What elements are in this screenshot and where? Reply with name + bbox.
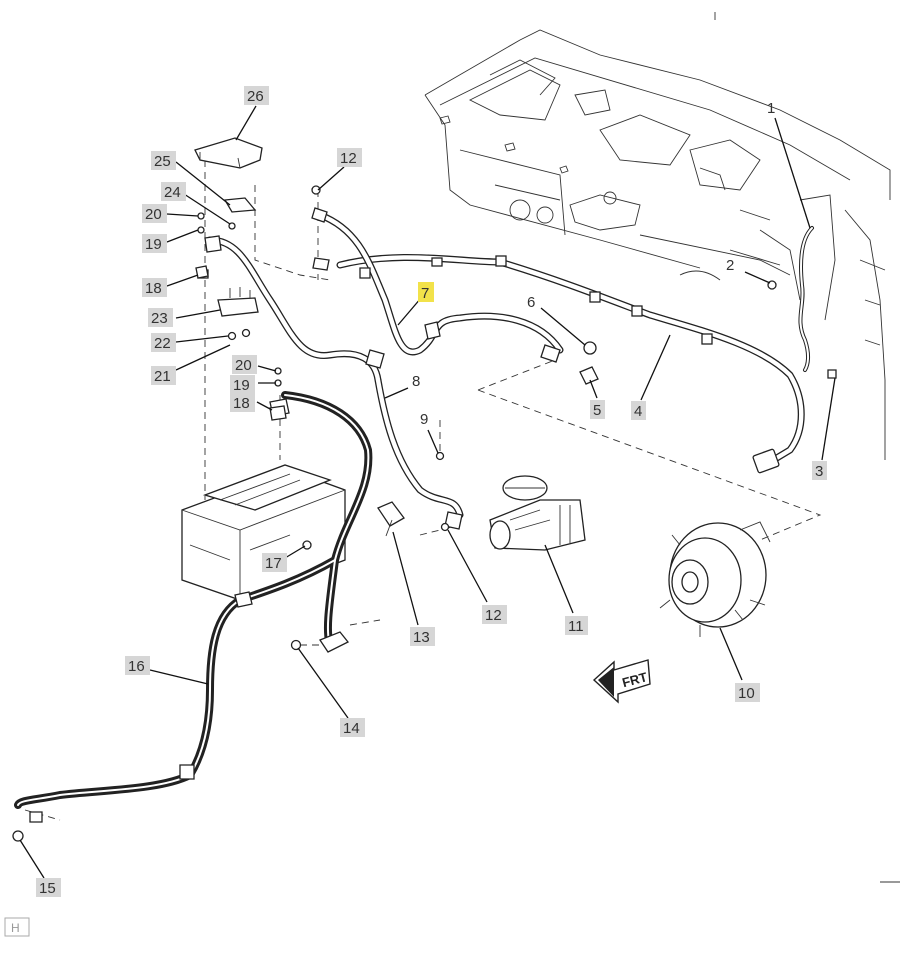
svg-text:3: 3 (815, 463, 823, 480)
callout-20-bottom: 20 (232, 355, 257, 374)
svg-text:19: 19 (145, 236, 162, 253)
svg-text:20: 20 (235, 357, 252, 374)
generator-10 (659, 521, 771, 637)
callout-17: 17 (262, 553, 287, 572)
callout-22: 22 (151, 333, 176, 352)
callout-20-top: 20 (142, 204, 167, 223)
callout-21: 21 (151, 366, 176, 385)
cable-16 (14, 391, 373, 823)
svg-text:18: 18 (233, 395, 250, 412)
callout-10: 10 (735, 683, 760, 702)
callout-9: 9 (420, 411, 428, 428)
callout-25: 25 (151, 151, 176, 170)
svg-text:14: 14 (343, 720, 360, 737)
starter-11 (489, 475, 586, 551)
svg-text:6: 6 (527, 294, 535, 311)
callout-3: 3 (812, 461, 827, 480)
svg-text:16: 16 (128, 658, 145, 675)
svg-text:25: 25 (154, 153, 171, 170)
svg-text:5: 5 (593, 402, 601, 419)
svg-text:17: 17 (265, 555, 282, 572)
harness-4 (336, 226, 814, 474)
callout-13: 13 (410, 627, 435, 646)
front-arrow-label: FRT (621, 669, 649, 690)
svg-text:12: 12 (485, 607, 502, 624)
svg-text:18: 18 (145, 280, 162, 297)
callout-1: 1 (767, 100, 775, 117)
svg-text:20: 20 (145, 206, 162, 223)
svg-text:4: 4 (634, 403, 642, 420)
callout-12-bottom: 12 (482, 605, 507, 624)
callout-19-top: 19 (142, 234, 167, 253)
svg-text:H: H (11, 921, 20, 935)
svg-text:1: 1 (767, 100, 775, 117)
callout-8: 8 (412, 373, 420, 390)
svg-text:23: 23 (151, 310, 168, 327)
callout-23: 23 (148, 308, 173, 327)
svg-text:21: 21 (154, 368, 171, 385)
cable-8 (206, 236, 464, 530)
callout-11: 11 (565, 616, 588, 635)
callout-16: 16 (125, 656, 150, 675)
fasteners (12, 185, 837, 842)
front-arrow-indicator: FRT (592, 659, 651, 704)
svg-text:26: 26 (247, 88, 264, 105)
cable-7 (311, 207, 564, 363)
svg-text:11: 11 (568, 618, 584, 635)
svg-text:12: 12 (340, 150, 357, 167)
svg-text:22: 22 (154, 335, 171, 352)
callout-7: 7 (418, 282, 434, 302)
callout-18-top: 18 (142, 278, 167, 297)
bracket-25 (223, 197, 257, 213)
svg-text:13: 13 (413, 629, 430, 646)
callout-15: 15 (36, 878, 61, 897)
svg-text:24: 24 (164, 184, 181, 201)
callout-12-top: 12 (337, 148, 362, 167)
battery (181, 464, 346, 601)
callout-6: 6 (527, 294, 535, 311)
callout-19-bottom: 19 (230, 375, 255, 394)
callout-2: 2 (726, 257, 734, 274)
corner-mark: H (4, 917, 30, 937)
callout-5: 5 (590, 400, 605, 419)
svg-text:19: 19 (233, 377, 250, 394)
callout-14: 14 (340, 718, 365, 737)
svg-text:2: 2 (726, 257, 734, 274)
callout-24: 24 (161, 182, 186, 201)
leader-lines (19, 105, 836, 879)
fuse-cover-26 (194, 137, 263, 169)
svg-text:10: 10 (738, 685, 755, 702)
front-arrow-icon (592, 659, 651, 704)
svg-text:15: 15 (39, 880, 56, 897)
svg-text:9: 9 (420, 411, 428, 428)
callout-26: 26 (244, 86, 269, 105)
cowl-panel (424, 29, 891, 460)
svg-text:7: 7 (421, 285, 429, 302)
callout-4: 4 (631, 401, 646, 420)
callout-labels: 1 2 3 4 5 6 7 8 9 10 11 12 12 13 14 15 1… (36, 86, 827, 897)
svg-text:8: 8 (412, 373, 420, 390)
callout-18-bottom: 18 (230, 393, 255, 412)
